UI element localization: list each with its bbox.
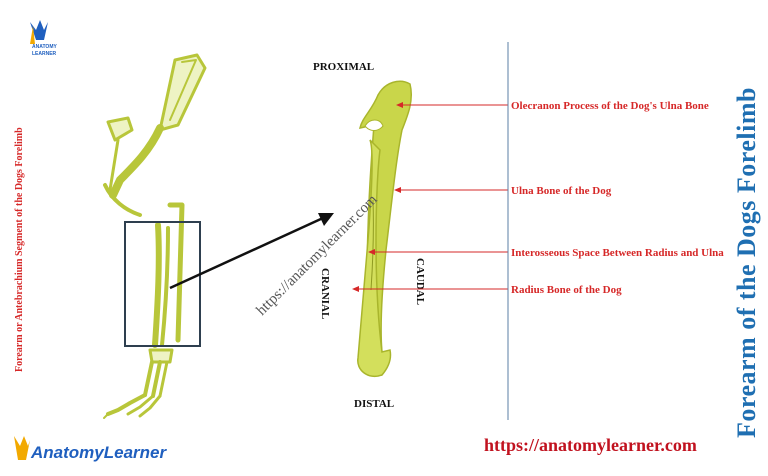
logo-small-text-1: ANATOMY	[32, 44, 57, 50]
label-ulna: Ulna Bone of the Dog	[511, 185, 612, 197]
brand-logo: AnatomyLearner	[14, 436, 167, 462]
logo-small-text-2: LEARNER	[32, 51, 57, 57]
brand-name: AnatomyLearner	[30, 443, 167, 462]
forearm-highlight-box	[124, 221, 201, 347]
main-title: Forearm of the Dogs Forelimb	[732, 87, 761, 438]
watermark: https://anatomylearner.com	[254, 192, 381, 319]
label-radius: Radius Bone of the Dog	[511, 284, 622, 296]
direction-cranial: CRANIAL	[319, 268, 331, 319]
zoom-arrow	[169, 213, 334, 290]
footer-url: https://anatomylearner.com	[484, 435, 697, 455]
label-interosseous-space: Interosseous Space Between Radius and Ul…	[511, 247, 724, 259]
forelimb-skeleton	[103, 53, 207, 419]
side-title: Forearm or Antebrachium Segment of the D…	[14, 127, 25, 372]
interosseous-space	[370, 199, 374, 291]
trochlear-notch	[364, 119, 384, 131]
top-logo: ANATOMY LEARNER	[30, 20, 57, 57]
label-olecranon: Olecranon Process of the Dog's Ulna Bone	[511, 100, 709, 112]
direction-distal: DISTAL	[354, 398, 394, 410]
radius-bone	[357, 139, 392, 377]
direction-caudal: CAUDAL	[414, 258, 426, 305]
logo-figure-icon	[30, 20, 48, 44]
enlarged-radius-ulna	[357, 80, 413, 377]
brand-figure-icon	[14, 436, 30, 460]
direction-proximal: PROXIMAL	[313, 61, 374, 73]
pointer-lines	[352, 102, 508, 292]
